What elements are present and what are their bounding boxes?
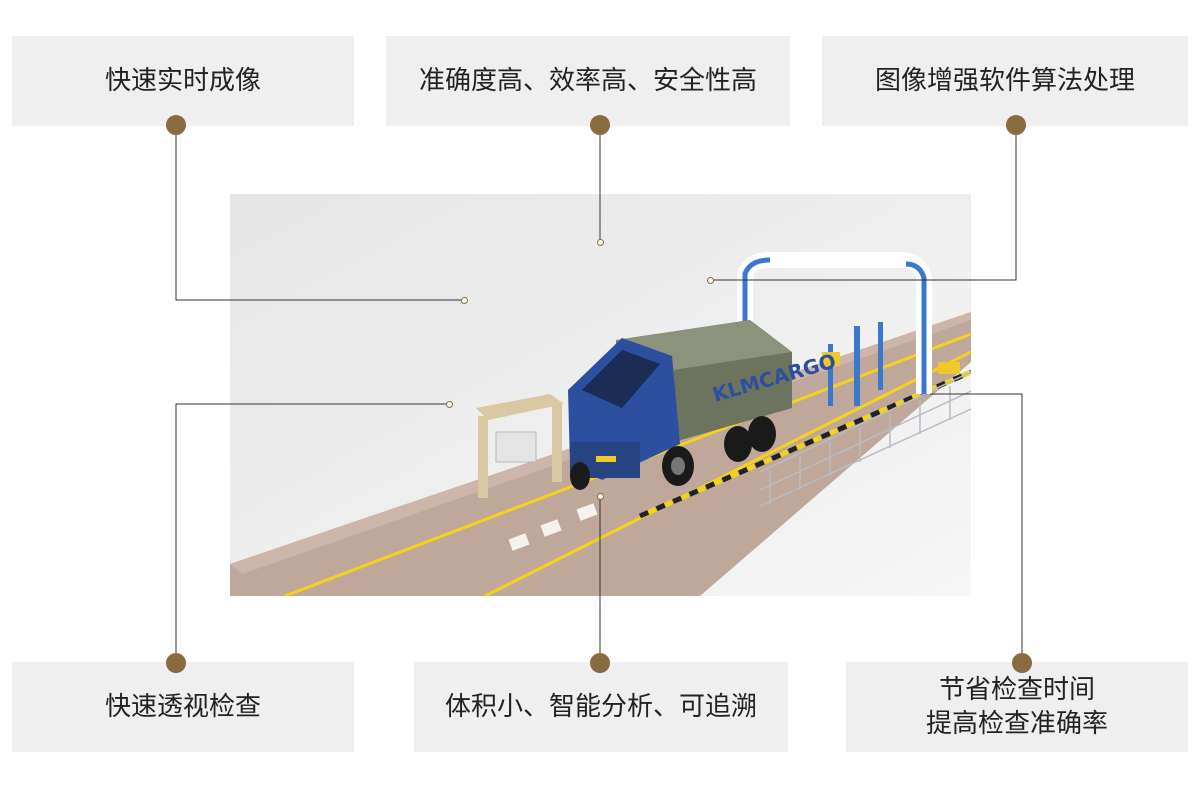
feature-label: 体积小、智能分析、可追溯 bbox=[444, 692, 757, 722]
feature-box-image-enhancement: 图像增强软件算法处理 bbox=[822, 36, 1188, 126]
feature-box-compact-smart: 体积小、智能分析、可追溯 bbox=[414, 662, 788, 752]
feature-label-line2: 提高检查准确率 bbox=[925, 709, 1108, 739]
feature-box-fast-inspection: 快速透视检查 bbox=[12, 662, 354, 752]
feature-label: 快速实时成像 bbox=[104, 66, 261, 96]
target-point bbox=[597, 493, 604, 500]
target-point bbox=[597, 239, 604, 246]
connector-dot bbox=[166, 115, 186, 135]
lane-line-right bbox=[484, 350, 971, 596]
xray-gantry-arch bbox=[737, 252, 960, 406]
feature-label-line1: 节省检查时间 bbox=[938, 675, 1095, 705]
feature-label: 快速透视检查 bbox=[104, 692, 261, 722]
yellow-barrier bbox=[639, 369, 971, 519]
connector-dot bbox=[590, 653, 610, 673]
feature-box-fast-imaging: 快速实时成像 bbox=[12, 36, 354, 126]
feature-box-save-time: 节省检查时间 提高检查准确率 bbox=[846, 662, 1188, 752]
target-point bbox=[707, 277, 714, 284]
inspection-booth bbox=[476, 394, 564, 498]
target-point bbox=[446, 401, 453, 408]
connector-dot bbox=[166, 653, 186, 673]
truck: KLMCARGO bbox=[568, 320, 839, 490]
feature-label: 图像增强软件算法处理 bbox=[874, 66, 1135, 96]
connector-dot bbox=[590, 115, 610, 135]
feature-label: 准确度高、效率高、安全性高 bbox=[418, 66, 757, 96]
feature-box-accuracy: 准确度高、效率高、安全性高 bbox=[386, 36, 790, 126]
target-point bbox=[461, 297, 468, 304]
connector-dot bbox=[1006, 115, 1026, 135]
fence bbox=[759, 371, 971, 507]
road-markings bbox=[508, 503, 598, 551]
connector-dot bbox=[1012, 653, 1032, 673]
